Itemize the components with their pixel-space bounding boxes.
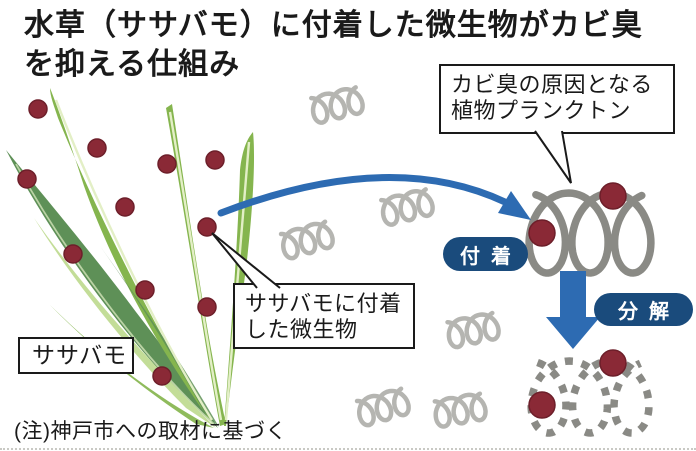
- source-note: (注)神戸市への取材に基づく: [14, 420, 287, 443]
- attach-badge: 付着: [443, 237, 528, 271]
- microbe-dot: [157, 154, 177, 174]
- microbe-dot: [197, 217, 217, 237]
- callout-microbe-line-2: した微生物: [245, 317, 358, 342]
- microbe-dot: [115, 197, 135, 217]
- floating-plankton-spiral: [432, 391, 488, 429]
- decompose-arrow: [546, 271, 600, 349]
- callout-microbe: ササバモに付着 した微生物: [233, 283, 415, 349]
- microbe-dot: [599, 349, 627, 377]
- microbe-dot: [205, 150, 225, 170]
- plant-name-label: ササバモ: [18, 337, 134, 374]
- microbe-dot: [599, 182, 627, 210]
- callout-plankton-line-2: 植物プランクトン: [451, 98, 632, 123]
- title-line-2: を抑える仕組み: [24, 48, 241, 81]
- diagram-title: 水草（ササバモ）に付着した微生物がカビ臭 を抑える仕組み: [24, 6, 684, 84]
- attached-plankton-spiral: [525, 189, 655, 277]
- decomposed-plankton-spiral: [527, 357, 653, 437]
- microbe-dot: [87, 138, 107, 158]
- floating-plankton-spiral: [445, 310, 501, 350]
- plankton-layer: [278, 85, 655, 437]
- leaf: [6, 150, 218, 428]
- attach-arrow: [217, 174, 531, 220]
- leaf-veins: [15, 99, 251, 425]
- callout-plankton: カビ臭の原因となる 植物プランクトン: [439, 64, 675, 134]
- callout-microbe-line-1: ササバモに付着: [245, 291, 402, 316]
- floating-plankton-spiral: [309, 85, 365, 125]
- floating-plankton-spiral: [379, 187, 435, 227]
- microbe-dot: [17, 169, 37, 189]
- microbe-dot: [152, 366, 172, 386]
- floating-plankton-spiral: [278, 219, 335, 261]
- microbe-dot: [528, 219, 556, 247]
- microbe-dot: [28, 99, 48, 119]
- microbe-dot: [63, 244, 83, 264]
- callout-plankton-line-1: カビ臭の原因となる: [451, 72, 653, 97]
- water-plant: [6, 88, 255, 428]
- microbe-dot: [197, 297, 217, 317]
- floating-plankton-spiral: [354, 386, 411, 428]
- title-line-1: 水草（ササバモ）に付着した微生物がカビ臭: [24, 9, 643, 42]
- microbe-dot: [528, 391, 556, 419]
- microbe-dot: [135, 280, 155, 300]
- bottom-dotted-rule: [0, 448, 696, 450]
- microbe-dot-layer: [17, 99, 627, 419]
- decompose-badge: 分解: [594, 293, 693, 326]
